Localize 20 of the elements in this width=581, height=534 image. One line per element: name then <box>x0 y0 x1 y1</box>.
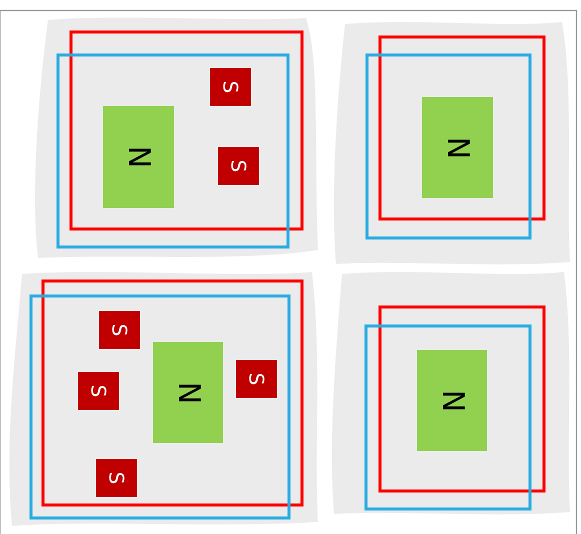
north-pole-block <box>153 342 223 443</box>
north-pole-block <box>422 97 493 198</box>
pole-letter: S <box>246 372 266 386</box>
north-pole-block <box>103 106 174 208</box>
south-pole-block <box>99 311 140 349</box>
pole-letter: S <box>220 80 240 94</box>
north-pole-block <box>417 350 487 451</box>
pole-letter: N <box>442 136 472 159</box>
pole-letter: S <box>106 472 126 484</box>
pole-letter: N <box>173 381 203 404</box>
pole-letter: S <box>110 324 130 336</box>
south-pole-block <box>218 147 259 185</box>
pole-letter: S <box>88 384 108 398</box>
south-pole-block <box>96 459 137 497</box>
pole-letter: N <box>437 389 467 412</box>
pole-letter: S <box>228 160 248 172</box>
south-pole-block <box>236 360 277 398</box>
south-pole-block <box>78 372 119 410</box>
pole-letter: N <box>124 146 154 168</box>
south-pole-block <box>210 68 251 106</box>
